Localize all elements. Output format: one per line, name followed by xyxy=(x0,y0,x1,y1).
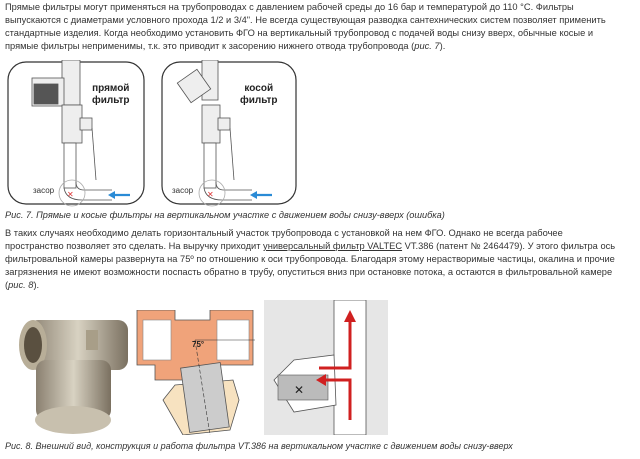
text: VT.386 (патент № 2464479). У этого фильт… xyxy=(402,241,616,251)
text-line: прямые фильтры неприменимы, т.к. это при… xyxy=(5,40,445,53)
clog-label-right: засор xyxy=(172,186,194,195)
text-line: выпускаются с диаметрами условного прохо… xyxy=(5,15,606,25)
figure-ref: рис. 8 xyxy=(8,280,34,290)
text-line: фильтровальной камеры развернута на 75º … xyxy=(5,254,615,264)
text-line: Прямые фильтры могут применяться на труб… xyxy=(5,2,574,12)
text-line: загрязнения не имеют возможности поспаст… xyxy=(5,267,613,277)
svg-text:✕: ✕ xyxy=(67,190,74,199)
text: прямые фильтры неприменимы, т.к. это при… xyxy=(5,41,415,51)
text-line: пространство позволяет это сделать. На в… xyxy=(5,240,615,253)
text: ). xyxy=(439,41,446,51)
figure-7-caption: Рис. 7. Прямые и косые фильтры на вертик… xyxy=(5,210,445,220)
figure-ref: рис. 7 xyxy=(414,41,440,51)
label-line: фильтр xyxy=(92,95,130,106)
text: ( xyxy=(5,280,9,290)
angle-label: 75° xyxy=(192,340,205,349)
label-line: косой xyxy=(244,83,274,94)
label-line: фильтр xyxy=(240,95,278,106)
figure-8-caption: Рис. 8. Внешний вид, конструкция и работ… xyxy=(5,441,513,451)
text-line: В таких случаях необходимо делать горизо… xyxy=(5,228,563,238)
text-line: стандартные изделия. Когда необходимо ус… xyxy=(5,28,594,38)
text: пространство позволяет это сделать. На в… xyxy=(5,241,264,251)
svg-text:✕: ✕ xyxy=(207,190,214,199)
figure-7-image: ✕✕ xyxy=(7,60,297,207)
oblique-filter-label: косой фильтр xyxy=(240,83,278,107)
text-line: (рис. 8). xyxy=(5,279,39,292)
clog-label-left: засор xyxy=(33,186,55,195)
filter-cross-section xyxy=(136,310,255,435)
valtec-filter-link[interactable]: универсальный фильтр VALTEC xyxy=(263,241,403,251)
label-line: прямой xyxy=(92,83,130,94)
filter-flow-diagram: ✕ xyxy=(264,300,388,435)
straight-filter-label: прямой фильтр xyxy=(92,83,130,107)
text: ). xyxy=(33,280,40,290)
filter-photo xyxy=(19,320,128,434)
svg-text:✕: ✕ xyxy=(294,383,304,397)
